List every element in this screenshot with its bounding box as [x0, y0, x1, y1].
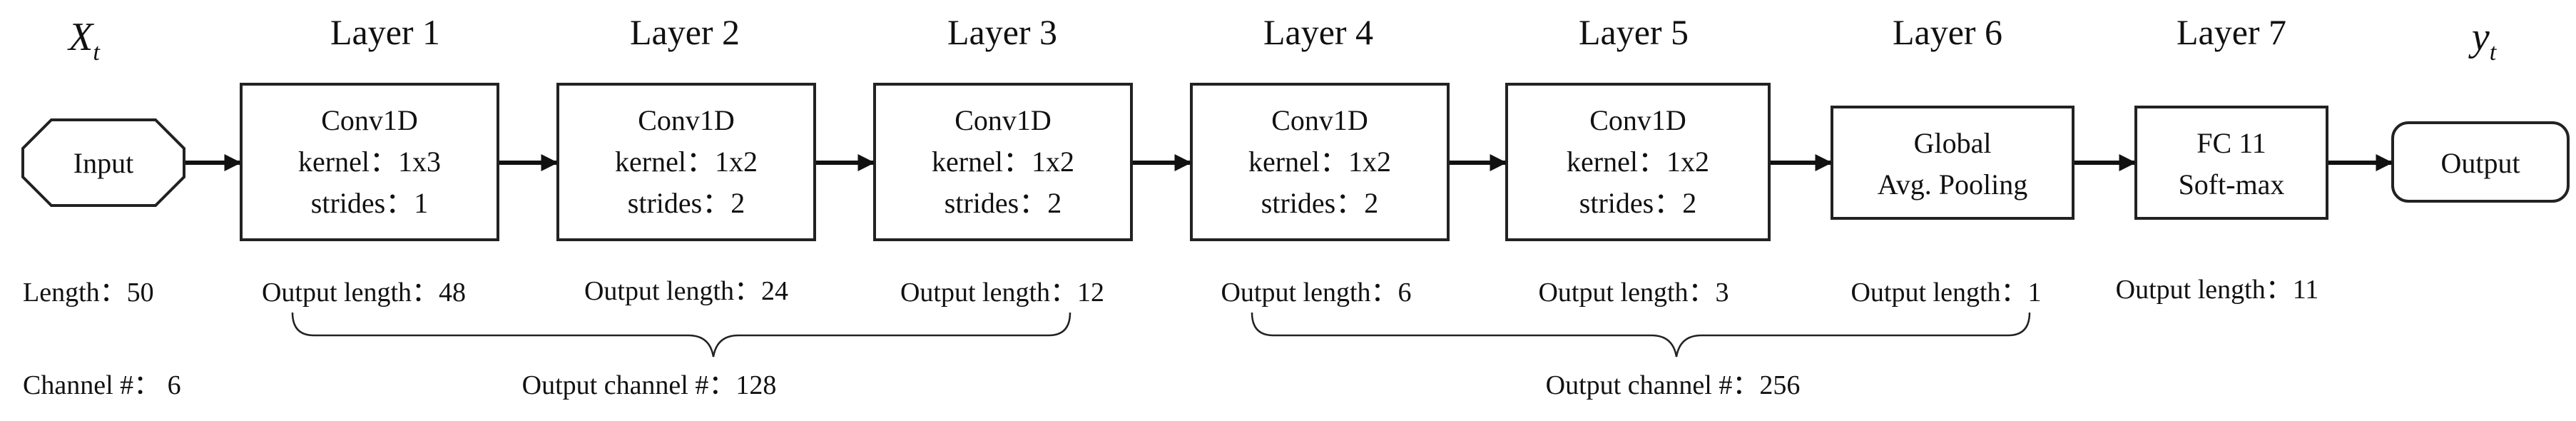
- layer-1-line-2: kernel：1x3: [298, 146, 441, 178]
- layer-6-output-length: Output length：1: [1850, 278, 2041, 308]
- layer-3-line-3: strides：2: [945, 187, 1062, 219]
- layer-1-line-1: Conv1D: [321, 104, 418, 136]
- layer-7-line-2: Soft-max: [2179, 168, 2285, 201]
- group-1-channel-label: Output channel #：128: [522, 370, 777, 400]
- layer-4-box: [1190, 83, 1450, 241]
- layer-5-line-2: kernel：1x2: [1567, 146, 1709, 178]
- layer-5-line-3: strides：2: [1579, 187, 1696, 219]
- layer-3-output-length: Output length：12: [900, 278, 1104, 308]
- layer-4-output-length: Output length：6: [1221, 278, 1411, 308]
- layer-1-title: Layer 1: [330, 12, 440, 52]
- brace-layers-4-to-6: [1251, 312, 2031, 357]
- output-node-label: Output: [2440, 147, 2520, 179]
- layer-6-title: Layer 6: [1893, 12, 2002, 52]
- layer-3-title: Layer 3: [947, 12, 1057, 52]
- layer-1-line-3: strides：1: [311, 187, 428, 219]
- layer-3-line-2: kernel：1x2: [932, 146, 1074, 178]
- input-symbol: Xt: [67, 15, 101, 66]
- layer-2-output-length: Output length：24: [584, 276, 788, 306]
- layer-1-box: [240, 83, 499, 241]
- layer-4-line-3: strides：2: [1261, 187, 1378, 219]
- layer-7-line-1: FC 11: [2196, 127, 2266, 159]
- layer-6-box: [1831, 106, 2074, 220]
- group-2-channel-label: Output channel #：256: [1546, 370, 1801, 400]
- layer-7-output-length: Output length：11: [2116, 275, 2319, 305]
- layer-4-line-2: kernel：1x2: [1248, 146, 1391, 178]
- layer-2-line-2: kernel：1x2: [615, 146, 758, 178]
- input-node: [21, 118, 185, 207]
- layer-4-title: Layer 4: [1263, 12, 1373, 52]
- layer-1-output-length: Output length：48: [262, 278, 466, 308]
- layer-2-line-3: strides：2: [628, 187, 745, 219]
- input-node-label: Input: [73, 147, 133, 179]
- layer-5-line-1: Conv1D: [1589, 104, 1686, 136]
- layer-2-title: Layer 2: [630, 12, 740, 52]
- layer-5-output-length: Output length：3: [1538, 278, 1729, 308]
- input-channel-label: Channel #： 6: [23, 370, 181, 400]
- layer-3-box: [873, 83, 1133, 241]
- input-length-label: Length：50: [23, 278, 154, 308]
- layer-6-line-2: Avg. Pooling: [1878, 168, 2027, 201]
- layer-4-line-1: Conv1D: [1271, 104, 1368, 136]
- output-symbol: yt: [2468, 15, 2498, 66]
- layer-7-box: [2134, 106, 2328, 220]
- layer-3-line-1: Conv1D: [954, 104, 1052, 136]
- layer-7-title: Layer 7: [2177, 12, 2286, 52]
- layer-6-line-1: Global: [1914, 127, 1992, 159]
- brace-layers-1-to-3: [291, 312, 1071, 357]
- layer-2-line-1: Conv1D: [638, 104, 735, 136]
- layer-5-title: Layer 5: [1579, 12, 1689, 52]
